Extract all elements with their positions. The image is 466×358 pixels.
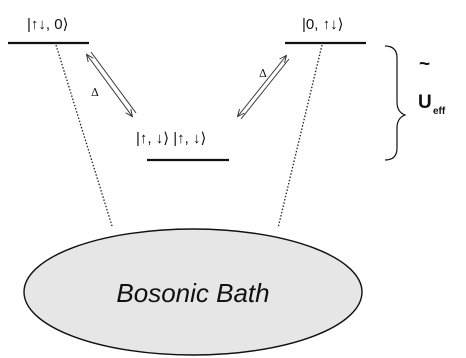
coupling-arrow-left (87, 51, 137, 116)
coupling-label-left: Δ (91, 86, 99, 99)
state-middle-label: |↑, ↓⟩ |↑, ↓⟩ (136, 130, 206, 147)
bath-link-right (277, 44, 323, 229)
ueff-accent: ~ (419, 54, 430, 75)
ueff-subscript: eff (433, 106, 446, 117)
coupling-arrow-right (238, 56, 290, 120)
bath-link-left (55, 44, 113, 227)
state-right-label: |0, ↑↓⟩ (302, 16, 343, 33)
energy-brace (384, 45, 407, 161)
state-left-label: |↑↓, 0⟩ (27, 16, 68, 33)
coupling-label-right: Δ (259, 67, 267, 80)
ueff-symbol: U (418, 92, 432, 113)
bosonic-bath-label: Bosonic Bath (116, 278, 269, 308)
bosonic-bath-ellipse (23, 228, 363, 356)
